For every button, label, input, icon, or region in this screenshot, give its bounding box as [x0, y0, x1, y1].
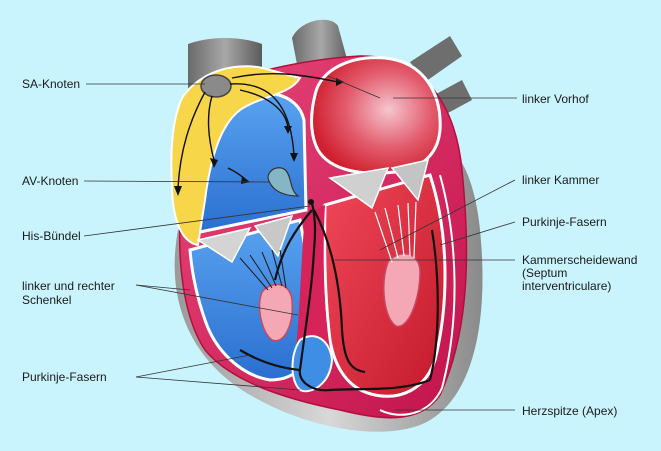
av-node	[267, 167, 300, 197]
sa-node	[200, 74, 232, 98]
sa-node-label: SA-Knoten	[22, 77, 81, 91]
tricuspid-valve	[196, 226, 252, 264]
papillary-muscle-right	[258, 283, 293, 342]
septum-label-line2: (Septum	[522, 266, 568, 280]
av-node-label: AV-Knoten	[22, 174, 79, 188]
chordae-left	[374, 201, 417, 263]
chordae-right	[239, 249, 287, 291]
pulmonary-vein-upper	[410, 36, 462, 82]
mitral-valve	[328, 167, 390, 210]
his-bundle-branches	[239, 202, 439, 392]
endocardium-outline	[379, 174, 456, 416]
purkinje-fibers-label-right: Purkinje-Fasern	[522, 215, 607, 229]
mitral-valve-2	[390, 159, 430, 202]
bundle-branches-label-line1: linker und rechter	[22, 279, 115, 293]
sa-node-region	[170, 65, 302, 247]
his-bundle-label: His-Bündel	[22, 229, 81, 243]
tricuspid-valve-2	[253, 214, 294, 258]
left-ventricle-label: linker Kammer	[522, 173, 600, 187]
leader-lines	[83, 75, 517, 411]
apex-label: Herzspitze (Apex)	[522, 404, 618, 418]
bundle-branches-label-line2: Schenkel	[22, 293, 72, 307]
septum-label-line3: interventriculare)	[522, 279, 612, 293]
left-atrium-label: linker Vorhof	[522, 92, 589, 106]
septum-label-line1: Kammerscheidewand	[522, 253, 638, 267]
his-bundle-point	[308, 199, 314, 205]
conduction-arrows	[177, 72, 339, 189]
purkinje-fibers-label-left: Purkinje-Fasern	[22, 370, 107, 384]
left-atrium	[310, 56, 442, 175]
